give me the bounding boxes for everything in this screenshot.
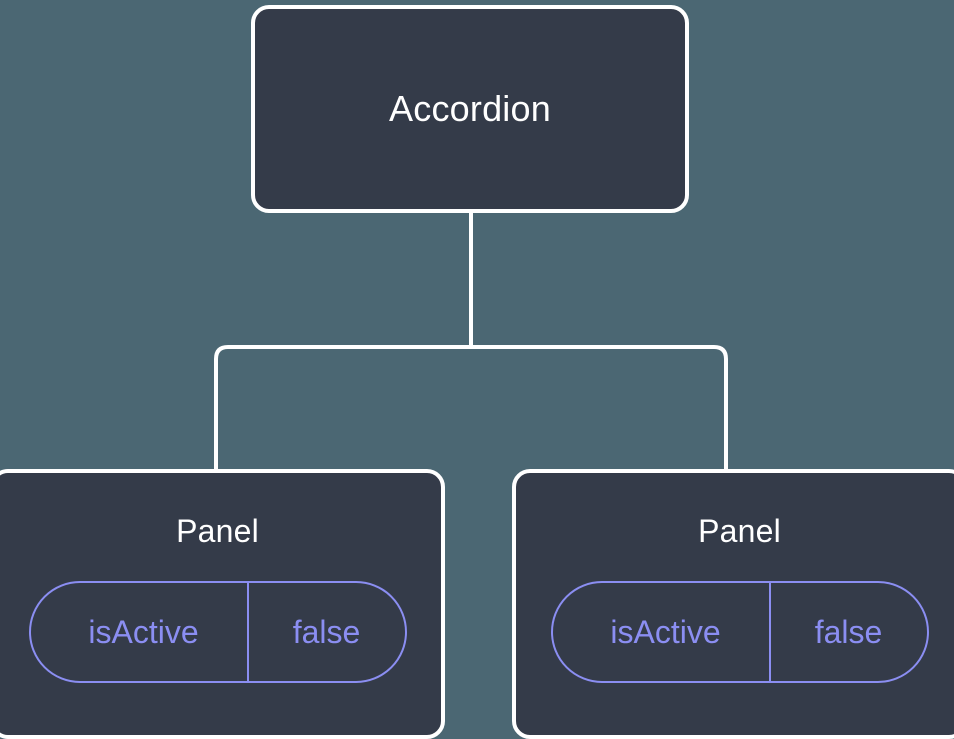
- connector-root-to-left-panel: [214, 213, 473, 471]
- connector-root-to-right-panel: [469, 213, 728, 471]
- prop-key: isActive: [610, 614, 721, 650]
- node-title: Panel: [698, 513, 781, 549]
- tree-node-panel-right[interactable]: Panel isActive false: [512, 469, 954, 739]
- prop-pill-isactive[interactable]: isActive false: [550, 581, 929, 683]
- node-title: Accordion: [389, 88, 551, 129]
- prop-pill-isactive[interactable]: isActive false: [28, 581, 407, 683]
- tree-node-panel-left[interactable]: Panel isActive false: [0, 469, 445, 739]
- tree-node-accordion[interactable]: Accordion: [251, 5, 689, 213]
- node-title: Panel: [176, 513, 259, 549]
- prop-value: false: [246, 583, 405, 681]
- prop-value: false: [768, 583, 927, 681]
- prop-key: isActive: [88, 614, 199, 650]
